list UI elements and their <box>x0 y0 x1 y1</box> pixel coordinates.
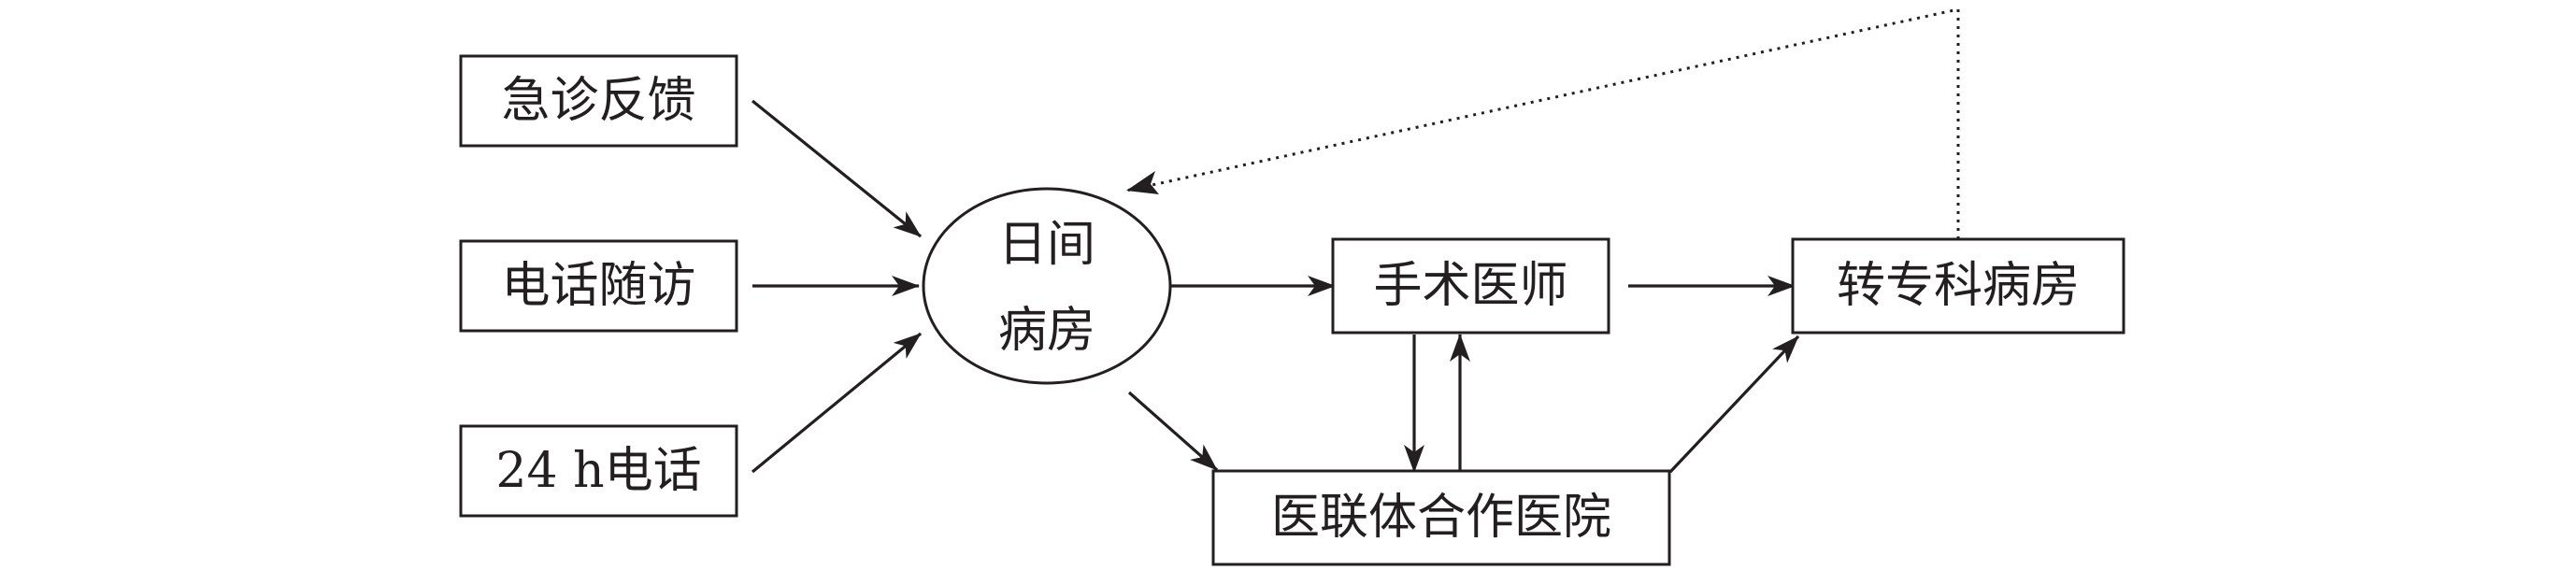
node-hotline-24h: 24 h电话 <box>459 424 738 518</box>
node-alliance-hospital-label: 医联体合作医院 <box>1271 490 1611 546</box>
node-emergency-feedback-label: 急诊反馈 <box>501 73 695 129</box>
node-phone-followup: 电话随访 <box>459 239 738 333</box>
node-hotline-24h-label: 24 h电话 <box>495 443 701 499</box>
node-specialty-ward-label: 转专科病房 <box>1837 258 2080 314</box>
node-emergency-feedback: 急诊反馈 <box>459 54 738 148</box>
node-surgeon: 手术医师 <box>1331 237 1610 335</box>
edge-dayward-to-alliance <box>1127 391 1219 472</box>
node-alliance-hospital: 医联体合作医院 <box>1211 469 1671 566</box>
node-day-ward-label-line2: 病房 <box>998 303 1095 359</box>
edge-emergency-to-dayward <box>751 99 923 238</box>
node-surgeon-label: 手术医师 <box>1373 258 1567 314</box>
edge-alliance-to-specialty <box>1668 335 1800 474</box>
node-day-ward-label-line1: 日间 <box>998 217 1095 273</box>
node-day-ward: 日间 病房 <box>922 187 1172 385</box>
node-specialty-ward: 转专科病房 <box>1791 237 2125 335</box>
node-phone-followup-label: 电话随访 <box>501 258 695 314</box>
dotted-arrowhead <box>1126 171 1159 194</box>
edge-hotline-to-dayward <box>751 332 923 474</box>
edge-specialty-to-dayward-dotted <box>1125 7 1960 239</box>
